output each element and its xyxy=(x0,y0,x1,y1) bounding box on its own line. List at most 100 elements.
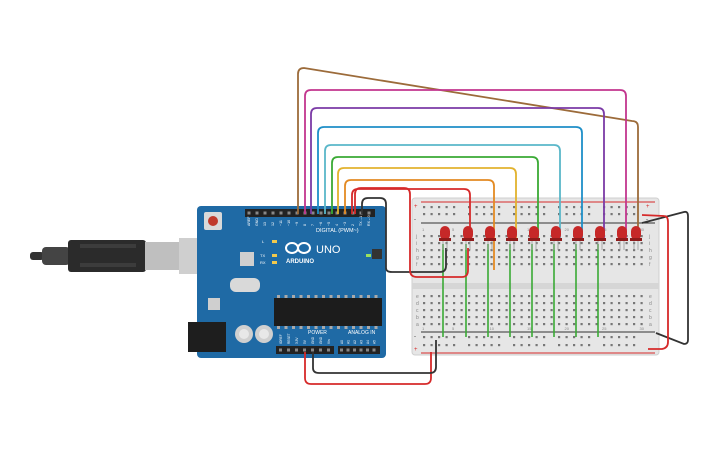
rail-hole[interactable] xyxy=(468,336,471,339)
breadboard-hole[interactable] xyxy=(625,256,628,259)
breadboard-hole[interactable] xyxy=(468,256,471,259)
breadboard-hole[interactable] xyxy=(640,249,643,252)
breadboard-hole[interactable] xyxy=(483,235,486,238)
breadboard-hole[interactable] xyxy=(438,316,441,319)
digital-pin-11[interactable] xyxy=(335,211,339,215)
rail-hole[interactable] xyxy=(588,344,591,347)
breadboard-hole[interactable] xyxy=(558,295,561,298)
breadboard-hole[interactable] xyxy=(573,316,576,319)
breadboard-hole[interactable] xyxy=(618,309,621,312)
rail-hole[interactable] xyxy=(468,344,471,347)
breadboard-hole[interactable] xyxy=(483,309,486,312)
breadboard-hole[interactable] xyxy=(460,302,463,305)
breadboard-hole[interactable] xyxy=(573,249,576,252)
breadboard-hole[interactable] xyxy=(618,256,621,259)
breadboard-hole[interactable] xyxy=(543,242,546,245)
breadboard-hole[interactable] xyxy=(640,316,643,319)
breadboard-hole[interactable] xyxy=(595,309,598,312)
breadboard-hole[interactable] xyxy=(640,256,643,259)
power-pin-5[interactable] xyxy=(319,348,322,352)
breadboard-hole[interactable] xyxy=(460,316,463,319)
breadboard-hole[interactable] xyxy=(535,316,538,319)
breadboard-hole[interactable] xyxy=(520,249,523,252)
breadboard-hole[interactable] xyxy=(528,256,531,259)
rail-hole[interactable] xyxy=(610,336,613,339)
breadboard-hole[interactable] xyxy=(610,249,613,252)
breadboard-hole[interactable] xyxy=(513,263,516,266)
breadboard-hole[interactable] xyxy=(520,235,523,238)
breadboard-hole[interactable] xyxy=(633,309,636,312)
rail-hole[interactable] xyxy=(573,213,576,216)
breadboard-hole[interactable] xyxy=(595,256,598,259)
breadboard-hole[interactable] xyxy=(483,256,486,259)
breadboard-hole[interactable] xyxy=(520,316,523,319)
power-pin-2[interactable] xyxy=(295,348,298,352)
breadboard-hole[interactable] xyxy=(460,323,463,326)
digital-pin-0[interactable] xyxy=(247,211,251,215)
rail-hole[interactable] xyxy=(438,213,441,216)
rail-hole[interactable] xyxy=(498,344,501,347)
breadboard-hole[interactable] xyxy=(528,242,531,245)
rail-hole[interactable] xyxy=(430,206,433,209)
breadboard-hole[interactable] xyxy=(513,309,516,312)
breadboard-hole[interactable] xyxy=(498,249,501,252)
breadboard-hole[interactable] xyxy=(513,316,516,319)
breadboard-hole[interactable] xyxy=(438,323,441,326)
breadboard-hole[interactable] xyxy=(475,235,478,238)
breadboard-hole[interactable] xyxy=(625,249,628,252)
breadboard-hole[interactable] xyxy=(610,263,613,266)
breadboard-hole[interactable] xyxy=(505,295,508,298)
breadboard-hole[interactable] xyxy=(558,323,561,326)
breadboard-hole[interactable] xyxy=(543,235,546,238)
breadboard-hole[interactable] xyxy=(558,309,561,312)
wire-pin10[interactable] xyxy=(297,67,639,240)
rail-hole[interactable] xyxy=(618,213,621,216)
led-3[interactable] xyxy=(484,226,496,250)
breadboard-hole[interactable] xyxy=(565,242,568,245)
breadboard-hole[interactable] xyxy=(505,242,508,245)
breadboard-hole[interactable] xyxy=(453,295,456,298)
breadboard-hole[interactable] xyxy=(430,242,433,245)
breadboard-hole[interactable] xyxy=(423,295,426,298)
breadboard-hole[interactable] xyxy=(603,309,606,312)
breadboard-hole[interactable] xyxy=(550,309,553,312)
breadboard-hole[interactable] xyxy=(573,295,576,298)
rail-hole[interactable] xyxy=(453,336,456,339)
breadboard-hole[interactable] xyxy=(580,249,583,252)
digital-pin-4[interactable] xyxy=(279,211,283,215)
breadboard-hole[interactable] xyxy=(558,249,561,252)
rail-hole[interactable] xyxy=(430,213,433,216)
breadboard-hole[interactable] xyxy=(640,263,643,266)
breadboard-hole[interactable] xyxy=(520,256,523,259)
breadboard-hole[interactable] xyxy=(460,235,463,238)
breadboard-hole[interactable] xyxy=(633,249,636,252)
breadboard-hole[interactable] xyxy=(498,316,501,319)
rail-hole[interactable] xyxy=(573,344,576,347)
breadboard-hole[interactable] xyxy=(423,302,426,305)
wire-pin6[interactable] xyxy=(324,144,561,240)
breadboard-hole[interactable] xyxy=(423,242,426,245)
rail-hole[interactable] xyxy=(633,344,636,347)
breadboard-hole[interactable] xyxy=(505,263,508,266)
rail-hole[interactable] xyxy=(498,206,501,209)
rail-hole[interactable] xyxy=(528,344,531,347)
breadboard-hole[interactable] xyxy=(498,242,501,245)
breadboard-hole[interactable] xyxy=(588,323,591,326)
led-8[interactable] xyxy=(594,226,606,250)
analog-pin-0[interactable] xyxy=(340,348,343,352)
rail-hole[interactable] xyxy=(490,206,493,209)
breadboard-hole[interactable] xyxy=(513,323,516,326)
breadboard-hole[interactable] xyxy=(430,316,433,319)
breadboard-hole[interactable] xyxy=(550,249,553,252)
breadboard-hole[interactable] xyxy=(445,323,448,326)
breadboard-hole[interactable] xyxy=(483,295,486,298)
breadboard-hole[interactable] xyxy=(625,295,628,298)
breadboard-hole[interactable] xyxy=(625,242,628,245)
breadboard-hole[interactable] xyxy=(625,316,628,319)
breadboard-hole[interactable] xyxy=(528,323,531,326)
breadboard-hole[interactable] xyxy=(588,295,591,298)
breadboard-hole[interactable] xyxy=(528,302,531,305)
analog-pin-4[interactable] xyxy=(366,348,369,352)
power-pin-6[interactable] xyxy=(327,348,330,352)
